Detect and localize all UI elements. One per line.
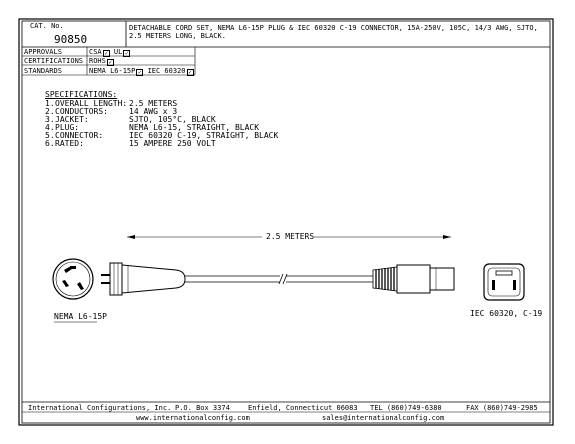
connector-face-icon [483,263,525,301]
spec-value: 15 AMPERE 250 VOLT [129,139,216,148]
connector-side-view [372,264,455,294]
spec-label: OVERALL LENGTH: [55,99,128,108]
iec-checkbox: ✓ [186,69,194,76]
spec-label: RATED: [55,139,84,148]
spec-value: 14 AWG x 3 [129,107,178,116]
approvals-values: CSA✓ UL✓ [89,48,131,57]
product-description: DETACHABLE CORD SET, NEMA L6-15P PLUG & … [129,24,538,40]
spec-num: 3. [45,115,55,124]
footer-website[interactable]: www.internationalconfig.com [136,414,250,422]
approvals-label: APPROVALS [24,48,62,56]
spec-label: JACKET: [55,115,89,124]
cat-label: CAT. No. [30,22,64,30]
spec-num: 4. [45,123,55,132]
spec-label: PLUG: [55,123,80,132]
csa-checkbox: ✓ [102,50,110,57]
plug-label: NEMA L6-15P [54,312,107,321]
length-dimension-label: 2.5 METERS [266,232,315,241]
spec-heading: SPECIFICATIONS: [45,90,118,99]
footer-po-box: P.O. Box 3374 [175,404,230,412]
certifications-values: ROHS✓ [89,57,114,66]
spec-value: IEC 60320 C-19, STRAIGHT, BLACK [129,131,279,140]
spec-num: 1. [45,99,55,108]
footer-fax: FAX (860)749-2985 [466,404,538,412]
rohs-checkbox: ✓ [106,59,114,66]
certifications-label: CERTIFICATIONS [24,57,84,65]
spec-num: 2. [45,107,55,116]
spec-num: 6. [45,139,55,148]
spec-value: 2.5 METERS [129,99,178,108]
dimension-line [127,235,451,239]
footer-company: International Configurations, Inc. [28,404,172,412]
cat-number: 90850 [54,33,88,46]
nema-checkbox: ✓ [136,69,144,76]
spec-num: 5. [45,131,55,140]
connector-label: IEC 60320, C-19 [470,309,543,318]
footer-city: Enfield, Connecticut 06083 [248,404,358,412]
cable [185,273,373,285]
footer-tel: TEL (860)749-6380 [370,404,442,412]
plug-side-view [101,262,186,296]
spec-value: SJTO, 105°C, BLACK [129,115,216,124]
spec-label: CONDUCTORS: [55,107,108,116]
spec-value: NEMA L6-15, STRAIGHT, BLACK [129,123,260,132]
plug-face-icon [52,258,94,300]
ul-checkbox: ✓ [123,50,131,57]
standards-values: NEMA L6-15P✓ IEC 60320✓ [89,67,194,76]
standards-label: STANDARDS [24,67,62,75]
footer-email[interactable]: sales@internationalconfig.com [322,414,445,422]
spec-label: CONNECTOR: [55,131,104,140]
